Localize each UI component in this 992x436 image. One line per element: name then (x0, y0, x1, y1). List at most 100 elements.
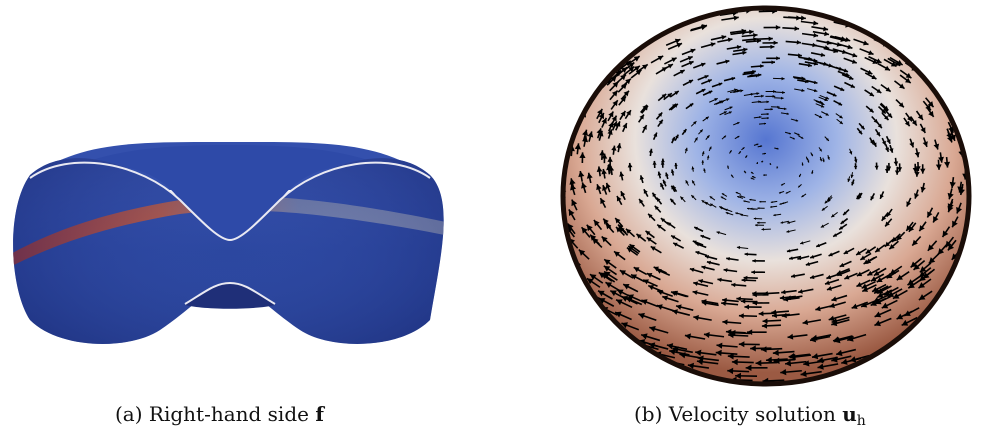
velocity-arrowhead (708, 90, 713, 94)
sphere-outline (560, 5, 972, 387)
velocity-arrowhead (648, 284, 655, 291)
velocity-arrowhead (828, 63, 833, 68)
velocity-arrowhead (885, 86, 891, 92)
velocity-arrowhead (650, 246, 656, 251)
velocity-arrowhead (653, 266, 659, 272)
velocity-arrowhead (639, 114, 644, 120)
velocity-arrowhead (800, 370, 807, 377)
velocity-arrowhead (765, 356, 772, 364)
velocity-arrowhead (781, 312, 787, 319)
velocity-arrowhead (727, 367, 734, 375)
velocity-arrowhead (706, 155, 710, 158)
velocity-arrowhead (865, 249, 871, 254)
velocity-arrowhead (735, 212, 738, 215)
velocity-arrowhead (569, 178, 576, 185)
velocity-arrowhead (759, 200, 762, 203)
velocity-arrowhead (676, 304, 682, 310)
velocity-arrowhead (942, 230, 949, 238)
velocity-arrowhead (850, 174, 854, 179)
velocity-arrowhead (691, 166, 695, 170)
velocity-arrowhead (652, 160, 657, 165)
velocity-arrowhead (604, 271, 611, 278)
velocity-arrowhead (631, 274, 638, 280)
velocity-arrowhead (909, 142, 915, 148)
velocity-arrowhead (607, 129, 613, 135)
velocity-arrowhead (862, 286, 869, 292)
velocity-arrowhead (715, 349, 722, 357)
velocity-arrowhead (825, 280, 830, 286)
velocity-arrowhead (619, 171, 625, 177)
velocity-arrowhead (827, 156, 830, 160)
velocity-arrowhead (768, 36, 773, 41)
velocity-arrowhead (628, 62, 635, 69)
velocity-arrowhead (933, 216, 939, 223)
velocity-arrowhead (722, 297, 727, 303)
velocity-arrowhead (620, 74, 626, 81)
velocity-arrowhead (694, 226, 698, 231)
velocity-arrowhead (884, 168, 890, 173)
velocity-arrowhead (920, 168, 926, 174)
velocity-arrowhead (808, 56, 813, 61)
velocity-arrowhead (820, 104, 825, 108)
velocity-arrowhead (776, 147, 779, 150)
velocity-arrowhead (687, 362, 695, 370)
velocity-arrowhead (791, 273, 796, 279)
velocity-arrowhead (642, 64, 648, 70)
velocity-arrowhead (947, 192, 954, 200)
velocity-arrowhead (852, 52, 858, 58)
velocity-arrowhead (776, 166, 779, 169)
velocity-arrowhead (766, 112, 769, 116)
velocity-arrowhead (703, 332, 710, 338)
velocity-arrowhead (867, 69, 873, 75)
velocity-arrowhead (811, 353, 819, 360)
velocity-arrowhead (744, 304, 750, 310)
velocity-arrowhead (589, 274, 597, 281)
velocity-arrowhead (756, 143, 759, 146)
velocity-arrowhead (720, 100, 724, 104)
velocity-arrowhead (801, 163, 804, 166)
velocity-arrowhead (952, 220, 958, 228)
velocity-arrowhead (743, 47, 748, 52)
velocity-arrowhead (764, 122, 767, 125)
velocity-arrowhead (755, 74, 760, 78)
velocity-arrowhead (701, 24, 708, 30)
velocity-arrowhead (747, 207, 750, 210)
velocity-arrowhead (861, 283, 868, 289)
velocity-arrowhead (836, 270, 842, 275)
velocity-arrowhead (749, 198, 752, 201)
velocity-arrowhead (875, 247, 881, 253)
velocity-arrowhead (781, 289, 786, 295)
velocity-arrowhead (752, 176, 755, 178)
velocity-arrowhead (697, 355, 704, 362)
velocity-arrowhead (599, 150, 605, 156)
velocity-arrowhead (701, 160, 705, 163)
velocity-arrowhead (843, 250, 849, 254)
velocity-arrowhead (797, 53, 802, 58)
velocity-arrowhead (871, 74, 877, 80)
velocity-arrowhead (744, 170, 746, 173)
velocity-arrowhead (716, 231, 720, 235)
velocity-arrowhead (813, 32, 819, 38)
velocity-arrowhead (582, 129, 589, 136)
velocity-arrowhead (615, 311, 622, 318)
velocity-arrowhead (727, 37, 733, 43)
velocity-arrowhead (673, 103, 678, 108)
velocity-arrowhead (805, 79, 809, 84)
velocity-arrowhead (574, 143, 582, 150)
velocity-arrowhead (759, 115, 762, 119)
velocity-arrowhead (786, 249, 791, 253)
velocity-arrowhead (881, 108, 886, 114)
velocity-arrowhead (958, 188, 965, 195)
velocity-arrowhead (911, 120, 917, 126)
velocity-arrowhead (831, 317, 838, 324)
velocity-arrowhead (770, 201, 773, 204)
velocity-arrowhead (827, 198, 831, 202)
velocity-arrowhead (693, 315, 699, 321)
velocity-arrowhead (785, 360, 792, 367)
velocity-arrowhead (717, 277, 722, 283)
velocity-arrowhead (826, 286, 833, 291)
velocity-arrowhead (750, 345, 756, 352)
velocity-arrowhead (662, 179, 667, 184)
velocity-arrowhead (766, 117, 769, 120)
velocity-arrowhead (761, 228, 765, 231)
